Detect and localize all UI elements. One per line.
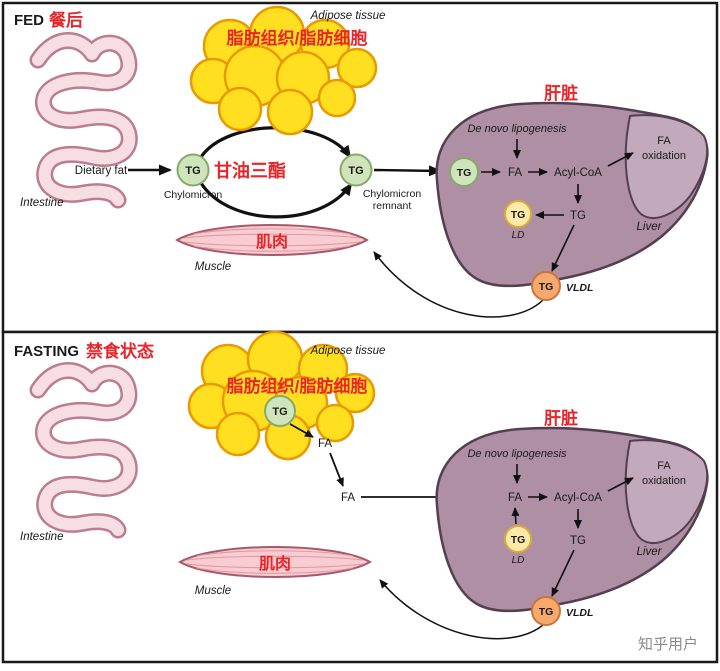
adipose-tissue-label-fasting: Adipose tissue — [310, 345, 386, 357]
fasting-title-zh: 禁食状态 — [86, 341, 154, 361]
liver-tg2-label: TG — [570, 210, 586, 222]
fasting-panel: FASTING 禁食状态 Intestine Adipose tissue 脂肪… — [1, 330, 719, 664]
fa-oxidation-label-1-fasting: FA — [657, 460, 671, 472]
adipose-tg-node — [264, 395, 296, 427]
liver-label-fasting: Liver — [637, 546, 663, 558]
dnl-label: De novo lipogenesis — [467, 123, 567, 135]
triglyceride-zh-label: 甘油三酯 — [214, 160, 286, 181]
liver-zh-label-fasting: 肝脏 — [544, 408, 578, 428]
remnant-label-line2: remnant — [373, 200, 412, 212]
adipose-tissue-label: Adipose tissue — [310, 10, 386, 22]
chylomicron-tg-text: TG — [185, 165, 200, 177]
ld-node — [504, 200, 532, 228]
muscle-zh-label: 肌肉 — [256, 232, 288, 251]
ld-label-fasting: LD — [512, 555, 525, 566]
fed-liver-arrows — [481, 139, 634, 272]
ld-node-fasting — [504, 525, 532, 553]
liver-zh-label: 肝脏 — [544, 83, 578, 103]
fasting-title: FASTING — [14, 343, 79, 360]
chylomicron-label: Chylomicron — [164, 189, 223, 201]
arrow-chylomicron-lower-arc — [199, 182, 353, 219]
fa-released-label: FA — [318, 438, 332, 450]
arrow-tg-to-vldl — [551, 224, 575, 272]
intestine-label-fasting: Intestine — [20, 531, 63, 543]
ld-label: LD — [512, 230, 525, 241]
vldl-label: VLDL — [566, 282, 593, 294]
fasting-liver-arrows — [511, 464, 634, 597]
acyl-coa-label-fasting: Acyl-CoA — [554, 492, 602, 504]
ld-tg-text: TG — [511, 209, 526, 221]
vldl-tg-text: TG — [539, 281, 554, 293]
adipose-zh-label: 脂肪组织/脂肪细胞 — [227, 28, 368, 48]
fed-title-zh: 餐后 — [49, 10, 83, 30]
muscle-label-fasting: Muscle — [195, 585, 231, 597]
arrow-tg-to-vldl-fasting — [551, 549, 575, 597]
arrow-remnant-to-liver — [373, 165, 442, 177]
fa-circulating-label: FA — [341, 492, 355, 504]
vldl-node — [531, 271, 561, 301]
arrow-acylcoa-to-faox-fasting — [607, 477, 634, 492]
fa-oxidation-label-2: oxidation — [642, 150, 686, 162]
muscle-zh-label-fasting: 肌肉 — [259, 554, 291, 573]
adipose-tg-text: TG — [272, 406, 287, 418]
liver-label: Liver — [637, 221, 663, 233]
dnl-label-fasting: De novo lipogenesis — [467, 448, 567, 460]
liver-fa-label-fasting: FA — [508, 492, 522, 504]
vldl-tg-text-fasting: TG — [539, 606, 554, 618]
arrow-vldl-return-fasting — [379, 579, 544, 640]
vldl-label-fasting: VLDL — [566, 607, 593, 619]
fa-oxidation-label-1: FA — [657, 135, 671, 147]
fa-oxidation-label-2-fasting: oxidation — [642, 475, 686, 487]
remnant-tg-text: TG — [348, 165, 363, 177]
arrow-acylcoa-to-faox — [607, 152, 634, 167]
adipose-zh-label-fasting: 脂肪组织/脂肪细胞 — [227, 376, 368, 396]
fed-title: FED — [14, 12, 44, 29]
liver-tg2-label-fasting: TG — [570, 535, 586, 547]
liver-tg-node — [449, 157, 479, 187]
remnant-label-line1: Chylomicron — [363, 188, 422, 200]
ld-tg-text-fasting: TG — [511, 534, 526, 546]
arrow-adipose-tg-to-fa — [289, 423, 314, 438]
liver-fa-label: FA — [508, 167, 522, 179]
arrow-vldl-return — [373, 251, 544, 318]
liver-tg-text: TG — [457, 167, 472, 179]
intestine-label: Intestine — [20, 197, 63, 209]
arrow-ld-to-fa-fasting — [511, 507, 520, 525]
arrow-fa-to-fa — [329, 452, 344, 487]
remnant-tg-node — [339, 153, 373, 187]
dietary-fat-label: Dietary fat — [75, 165, 128, 177]
acyl-coa-label: Acyl-CoA — [554, 167, 602, 179]
vldl-node-fasting — [531, 596, 561, 626]
muscle-label: Muscle — [195, 261, 231, 273]
fed-panel: FED 餐后 Intestine Dietary fat Adipose tis… — [1, 1, 719, 334]
watermark: 知乎用户 — [638, 636, 698, 653]
chylomicron-tg-node — [176, 153, 210, 187]
